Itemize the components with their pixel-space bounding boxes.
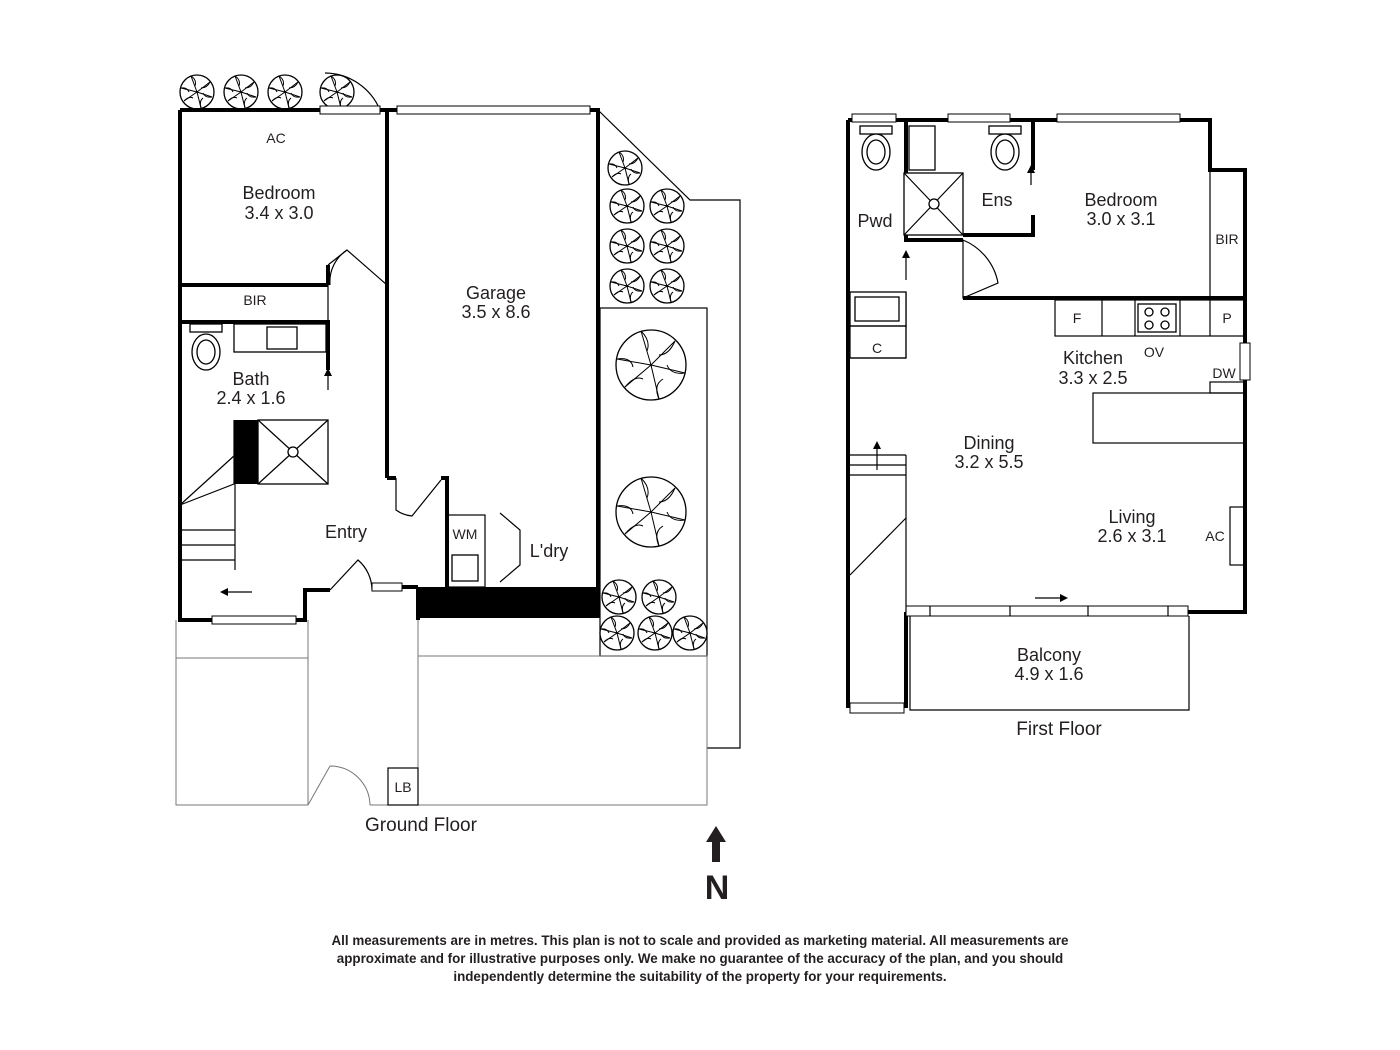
- shrub-icon: [223, 74, 259, 110]
- shrub-icon: [649, 228, 685, 264]
- tree-icon: [615, 329, 687, 401]
- room-name-pwd: Pwd: [857, 211, 892, 231]
- room-name-ens: Ens: [981, 190, 1012, 210]
- room-dims-living: 2.6 x 3.1: [1097, 526, 1166, 546]
- room-name-kitchen: Kitchen: [1063, 348, 1123, 368]
- garage-wall-solid: [418, 587, 598, 618]
- ov-label: OV: [1144, 344, 1165, 360]
- room-name-dining: Dining: [963, 433, 1014, 453]
- first-floor-plan: Pwd Ens Bedroom 3.0 x 3.1 BIR F P C OV K…: [846, 113, 1251, 740]
- room-dims-bedroom: 3.4 x 3.0: [244, 203, 313, 223]
- room-dims-bedroom-first: 3.0 x 3.1: [1086, 209, 1155, 229]
- room-dims-dining: 3.2 x 5.5: [954, 452, 1023, 472]
- first-floor-title: First Floor: [1016, 719, 1102, 740]
- shrub-icon: [649, 268, 685, 304]
- room-dims-garage: 3.5 x 8.6: [461, 302, 530, 322]
- ac-label-first: AC: [1205, 528, 1224, 544]
- room-dims-kitchen: 3.3 x 2.5: [1058, 368, 1127, 388]
- room-name-living: Living: [1108, 507, 1155, 527]
- shrub-icon: [601, 579, 637, 615]
- shrub-icon: [319, 74, 355, 110]
- shrub-icon: [607, 150, 643, 186]
- room-name-entry: Entry: [325, 522, 367, 542]
- wm-label: WM: [453, 526, 478, 542]
- lb-label: LB: [394, 779, 411, 795]
- shrub-icon: [267, 74, 303, 110]
- ground-floor-title: Ground Floor: [365, 815, 478, 836]
- p-label: P: [1222, 310, 1231, 326]
- disclaimer-line: approximate and for illustrative purpose…: [336, 951, 1064, 966]
- room-dims-bath: 2.4 x 1.6: [216, 388, 285, 408]
- north-label: N: [705, 869, 730, 907]
- room-name-bath: Bath: [232, 369, 269, 389]
- shrub-icon: [649, 188, 685, 224]
- dw-label: DW: [1212, 365, 1236, 381]
- shrub-icon: [609, 268, 645, 304]
- shrub-icon: [599, 615, 635, 651]
- room-name-bedroom-first: Bedroom: [1084, 190, 1157, 210]
- room-name-garage: Garage: [466, 283, 526, 303]
- f-label: F: [1073, 310, 1082, 326]
- disclaimer-line: independently determine the suitability …: [453, 969, 947, 984]
- room-dims-balcony: 4.9 x 1.6: [1014, 664, 1083, 684]
- shrub-icon: [609, 188, 645, 224]
- north-arrow-icon: N: [705, 826, 730, 907]
- ground-floor-plan: AC Bedroom 3.4 x 3.0 BIR Garage 3.5 x 8.…: [175, 72, 741, 836]
- side-garden-outline: [597, 109, 741, 749]
- shrub-icon: [641, 579, 677, 615]
- bir-label-first: BIR: [1215, 231, 1238, 247]
- c-label: C: [872, 340, 882, 356]
- ac-label: AC: [266, 130, 285, 146]
- tree-icon: [615, 476, 687, 548]
- bir-label: BIR: [243, 292, 266, 308]
- shrub-icon: [179, 74, 215, 110]
- room-name-laundry: L'dry: [530, 541, 568, 561]
- shrub-icon: [637, 615, 673, 651]
- room-name-bedroom: Bedroom: [242, 183, 315, 203]
- shrub-icon: [609, 228, 645, 264]
- disclaimer-line: All measurements are in metres. This pla…: [331, 933, 1069, 948]
- shrub-icon: [672, 615, 708, 651]
- room-name-balcony: Balcony: [1017, 645, 1081, 665]
- disclaimer: All measurements are in metres. This pla…: [300, 932, 1100, 986]
